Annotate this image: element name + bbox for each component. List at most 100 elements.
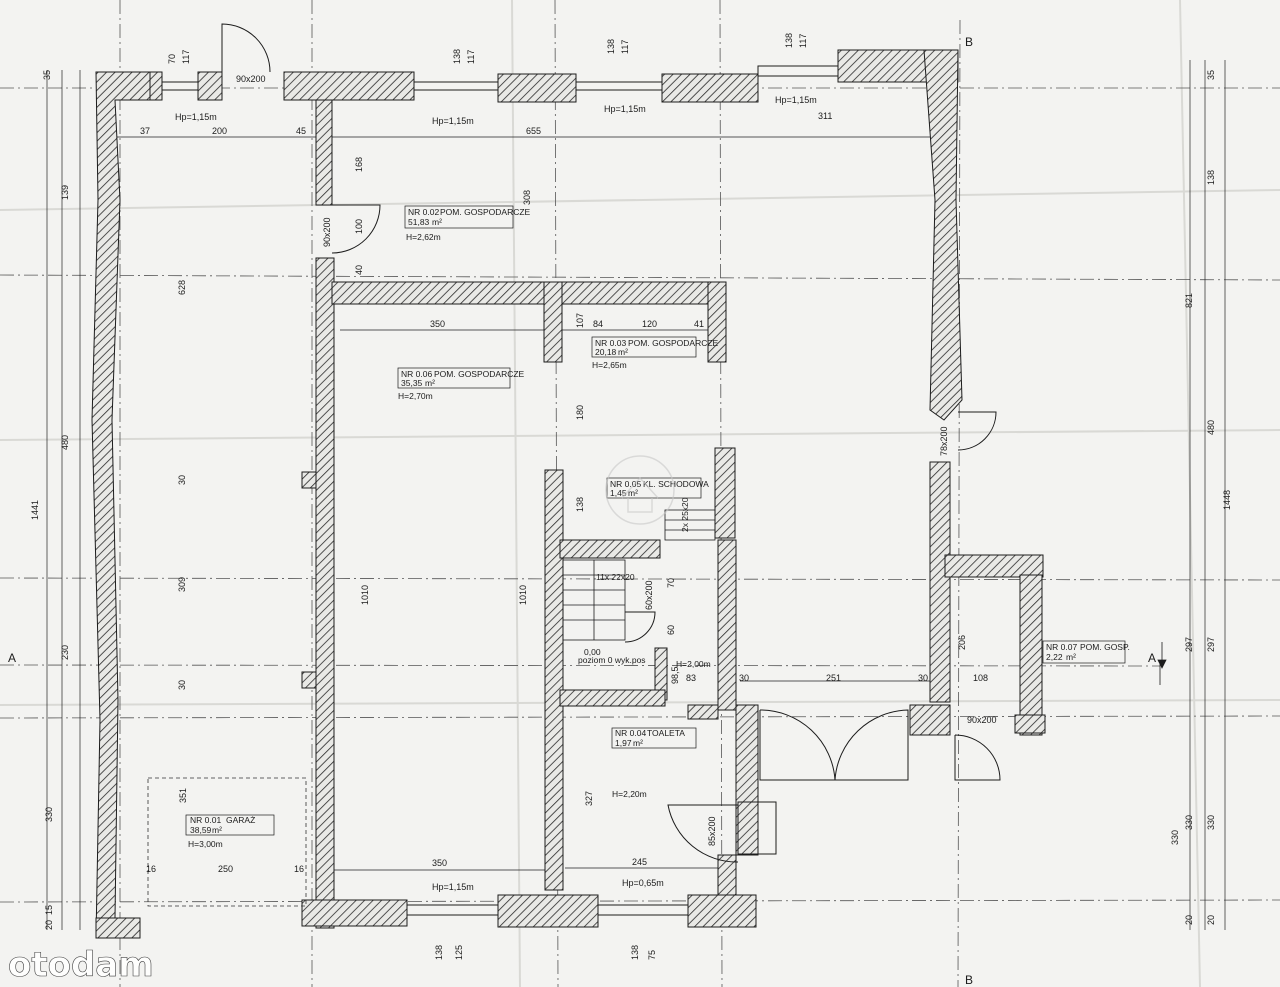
room-area: 38,59 — [190, 825, 212, 835]
dim-label: 30 — [739, 673, 749, 683]
section-marks: A A B B — [8, 35, 1167, 987]
window-height-labels: Hp=1,15m Hp=1,15m Hp=1,15m Hp=1,15m Hp=1… — [175, 95, 817, 892]
center-watermark-icon — [605, 455, 675, 525]
dim-label: 138 — [606, 39, 616, 54]
dim-label: 311 — [818, 111, 832, 121]
dim-label: 138 — [784, 33, 794, 48]
room-height: H=3,00m — [188, 839, 223, 849]
room-height: H=2,20m — [612, 789, 647, 799]
dim-label: 1448 — [1222, 490, 1232, 510]
dim-label: 108 — [973, 673, 988, 683]
door-size: 90x200 — [322, 217, 332, 247]
doors — [221, 23, 1001, 863]
door-size: 78x200 — [939, 426, 949, 456]
door-labels: 90x200 90x200 78x200 90x200 85x200 60x20… — [236, 74, 997, 846]
dim-label: 83 — [686, 673, 696, 683]
dim-label: 20 — [1206, 915, 1216, 925]
window-height: Hp=1,15m — [432, 116, 474, 126]
dim-label: 15 — [44, 905, 54, 915]
dimension-lines — [46, 60, 1226, 930]
room-area-unit: m² — [628, 488, 638, 498]
window-height: Hp=1,15m — [775, 95, 817, 105]
room-name: GARAŻ — [226, 815, 255, 825]
door-size: 85x200 — [707, 816, 717, 846]
room-area-unit: m² — [1066, 652, 1076, 662]
level-value: 0,00 — [584, 647, 601, 657]
door-size: 90x200 — [236, 74, 266, 84]
dim-label: 138 — [452, 49, 462, 64]
section-mark-a-right: A — [1148, 651, 1156, 665]
window-height: Hp=1,15m — [175, 112, 217, 122]
room-area: 2,22 — [1046, 652, 1063, 662]
dim-label: 138 — [434, 945, 444, 960]
dim-label: 45 — [296, 126, 306, 136]
room-0-04-label: NR 0.04 TOALETA 1,97 m² H=2,20m — [611, 727, 697, 799]
dim-label: 37 — [140, 126, 150, 136]
dim-label: 1010 — [360, 585, 370, 605]
small-stair-steps: 2x 25x20 — [680, 497, 690, 532]
level-label: poziom 0 wyk.pos — [578, 655, 646, 665]
dim-label: 350 — [430, 319, 445, 329]
dim-label: 20 — [1184, 915, 1194, 925]
dim-label: 327 — [584, 791, 594, 806]
room-height: H=2,70m — [398, 391, 433, 401]
room-area-unit: m² — [633, 738, 643, 748]
dim-label: 230 — [60, 645, 70, 660]
dim-label: 180 — [575, 405, 585, 420]
vent-box — [737, 801, 777, 855]
dim-label: 1010 — [518, 585, 528, 605]
dim-label: 120 — [642, 319, 657, 329]
dim-label: 297 — [1184, 637, 1194, 652]
dim-label: 35 — [1206, 70, 1216, 80]
room-0-03-label: NR 0.03 POM. GOSPODARCZE 20,18 m² H=2,65… — [591, 336, 719, 370]
dim-label: 40 — [354, 265, 364, 275]
dim-label: 330 — [44, 807, 54, 822]
windows — [161, 65, 839, 916]
room-number: NR 0.01 — [190, 815, 221, 825]
dim-label: 35 — [42, 70, 52, 80]
dim-label: 309 — [177, 577, 187, 592]
room-number: NR 0.03 — [595, 338, 626, 348]
dim-label: 16 — [146, 864, 156, 874]
dim-label: 250 — [218, 864, 233, 874]
stair-labels: 11x 22x20 0,00 poziom 0 wyk.pos 2x 25x20 — [578, 497, 690, 665]
door-size: 60x200 — [644, 580, 654, 610]
room-height: H=2,62m — [406, 232, 441, 242]
window-height: Hp=1,15m — [432, 882, 474, 892]
dim-label: 350 — [432, 858, 447, 868]
dim-label: 139 — [60, 185, 70, 200]
dim-label: 30 — [177, 680, 187, 690]
room-name: POM. GOSP. — [1080, 642, 1130, 652]
dim-label: 30 — [177, 475, 187, 485]
dim-label: 60 — [666, 625, 676, 635]
room-area-unit: m² — [212, 825, 222, 835]
dim-label: 200 — [212, 126, 227, 136]
dim-label: 330 — [1206, 815, 1216, 830]
dim-label: 20 — [44, 920, 54, 930]
room-number: NR 0.07 — [1046, 642, 1077, 652]
dim-label: 206 — [957, 635, 967, 650]
window-height: Hp=1,15m — [604, 104, 646, 114]
dim-label: 138 — [1206, 170, 1216, 185]
dim-label: 168 — [354, 157, 364, 172]
room-area: 35,35 — [401, 378, 423, 388]
room-0-02-label: NR 0.02 POM. GOSPODARCZE 51,83 m² H=2,62… — [404, 205, 531, 242]
dim-label: 41 — [694, 319, 704, 329]
room-name: KL. SCHODOWA — [643, 479, 709, 489]
dim-label: 628 — [177, 280, 187, 295]
stair-steps: 11x 22x20 — [596, 572, 635, 582]
door-size: 90x200 — [967, 715, 997, 725]
dim-label: 84 — [593, 319, 603, 329]
window-height: Hp=0,65m — [622, 878, 664, 888]
dim-label: 30 — [918, 673, 928, 683]
dim-label: 117 — [620, 40, 630, 54]
room-number: NR 0.02 — [408, 207, 439, 217]
room-0-06-label: NR 0.06 POM. GOSPODARCZE 35,35 m² H=2,70… — [397, 367, 525, 401]
dim-label: 308 — [522, 190, 532, 205]
dim-label: 480 — [1206, 420, 1216, 435]
dim-label: 117 — [798, 34, 808, 48]
dim-label: 245 — [632, 857, 647, 867]
dim-label: 1441 — [30, 500, 40, 520]
room-height: H=2,65m — [592, 360, 627, 370]
